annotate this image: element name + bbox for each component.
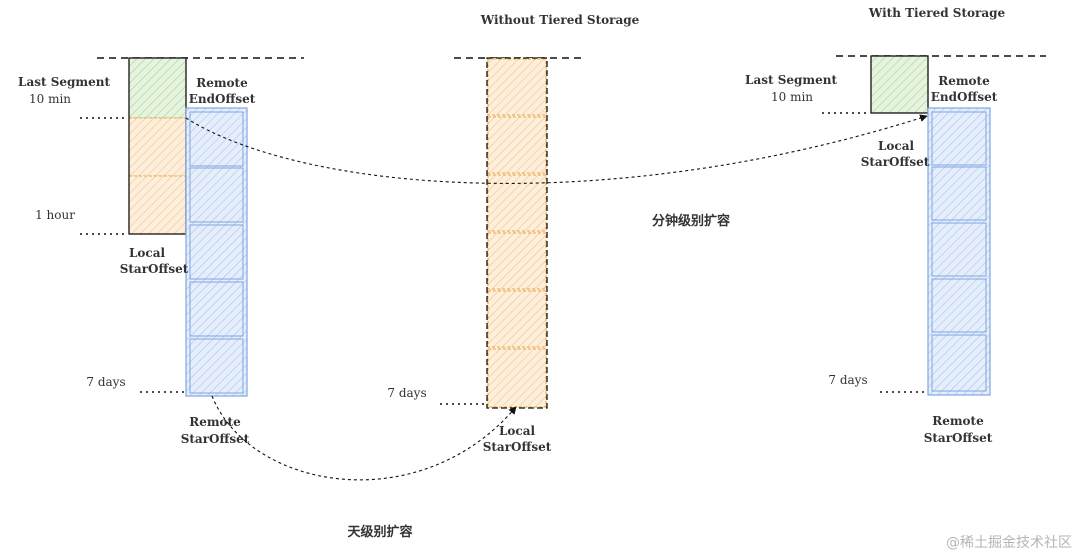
middle-segment-block bbox=[487, 174, 547, 232]
left-local-start-label-line1: Local bbox=[129, 246, 166, 260]
left-remote-start-label-line2: StarOffset bbox=[181, 432, 250, 446]
middle-segment-block bbox=[487, 348, 547, 408]
middle-segment-block bbox=[487, 290, 547, 348]
middle-section: Without Tiered Storage 7 days Local Star… bbox=[387, 13, 639, 454]
middle-local-column bbox=[486, 57, 548, 409]
right-remote-segment-block bbox=[931, 334, 987, 392]
left-one-hour-label: 1 hour bbox=[35, 208, 75, 222]
left-remote-segment-block bbox=[189, 224, 244, 280]
left-remote-segment-block bbox=[189, 167, 244, 223]
right-title: With Tiered Storage bbox=[868, 6, 1006, 20]
left-remote-column-outer bbox=[185, 107, 248, 397]
left-local-column bbox=[128, 57, 187, 235]
left-remote-end-label-line1: Remote bbox=[196, 76, 248, 90]
right-seven-days-label: 7 days bbox=[828, 373, 867, 387]
right-last-segment-label: Last Segment bbox=[745, 73, 837, 87]
right-last-segment-block bbox=[870, 55, 929, 114]
left-last-segment-label: Last Segment bbox=[18, 75, 110, 89]
middle-local-column-border bbox=[486, 57, 548, 409]
left-remote-column bbox=[185, 107, 248, 397]
watermark-text: @稀土掘金技术社区 bbox=[946, 535, 1072, 551]
middle-local-start-label-line2: StarOffset bbox=[483, 440, 552, 454]
left-local-start-label-line2: StarOffset bbox=[120, 262, 189, 276]
right-remote-segment-block bbox=[931, 111, 987, 166]
right-remote-segment-block bbox=[931, 278, 987, 333]
right-ten-min-label: 10 min bbox=[771, 90, 813, 104]
left-section: Last Segment 10 min 1 hour 7 days Remote… bbox=[18, 57, 304, 446]
right-local-start-label-line1: Local bbox=[878, 139, 915, 153]
left-remote-segment-block bbox=[189, 338, 244, 394]
middle-local-column-fill bbox=[487, 58, 547, 408]
middle-segment-block bbox=[487, 58, 547, 116]
left-remote-segment-block bbox=[189, 281, 244, 337]
middle-segment-block bbox=[487, 116, 547, 174]
left-last-segment-block bbox=[128, 57, 187, 119]
left-ten-min-label: 10 min bbox=[29, 92, 71, 106]
right-remote-start-label-line2: StarOffset bbox=[924, 431, 993, 445]
day-scale-arrow bbox=[211, 395, 517, 481]
left-remote-start-label-line1: Remote bbox=[189, 415, 241, 429]
left-local-segment-block bbox=[128, 175, 187, 235]
minute-scale-arrow bbox=[185, 114, 928, 184]
right-remote-column-outer bbox=[927, 107, 991, 396]
right-remote-end-label-line1: Remote bbox=[938, 74, 990, 88]
left-seven-days-label: 7 days bbox=[86, 375, 125, 389]
right-remote-column bbox=[927, 107, 991, 396]
right-local-start-label-line2: StarOffset bbox=[861, 155, 930, 169]
left-local-segment-block bbox=[128, 117, 187, 177]
right-remote-start-label-line1: Remote bbox=[932, 414, 984, 428]
right-section: With Tiered Storage Last Segment 10 min … bbox=[745, 6, 1046, 445]
middle-segment-block bbox=[487, 232, 547, 290]
left-remote-segment-block bbox=[189, 111, 244, 167]
day-scale-annotation: 天级别扩容 bbox=[347, 524, 412, 540]
right-remote-segment-block bbox=[931, 166, 987, 221]
middle-title: Without Tiered Storage bbox=[480, 13, 640, 27]
right-remote-end-label-line2: EndOffset bbox=[931, 90, 998, 104]
middle-seven-days-label: 7 days bbox=[387, 386, 426, 400]
right-remote-segment-block bbox=[931, 222, 987, 277]
minute-scale-annotation: 分钟级别扩容 bbox=[652, 213, 730, 229]
left-remote-end-label-line2: EndOffset bbox=[189, 92, 256, 106]
middle-local-start-label-line1: Local bbox=[499, 424, 536, 438]
